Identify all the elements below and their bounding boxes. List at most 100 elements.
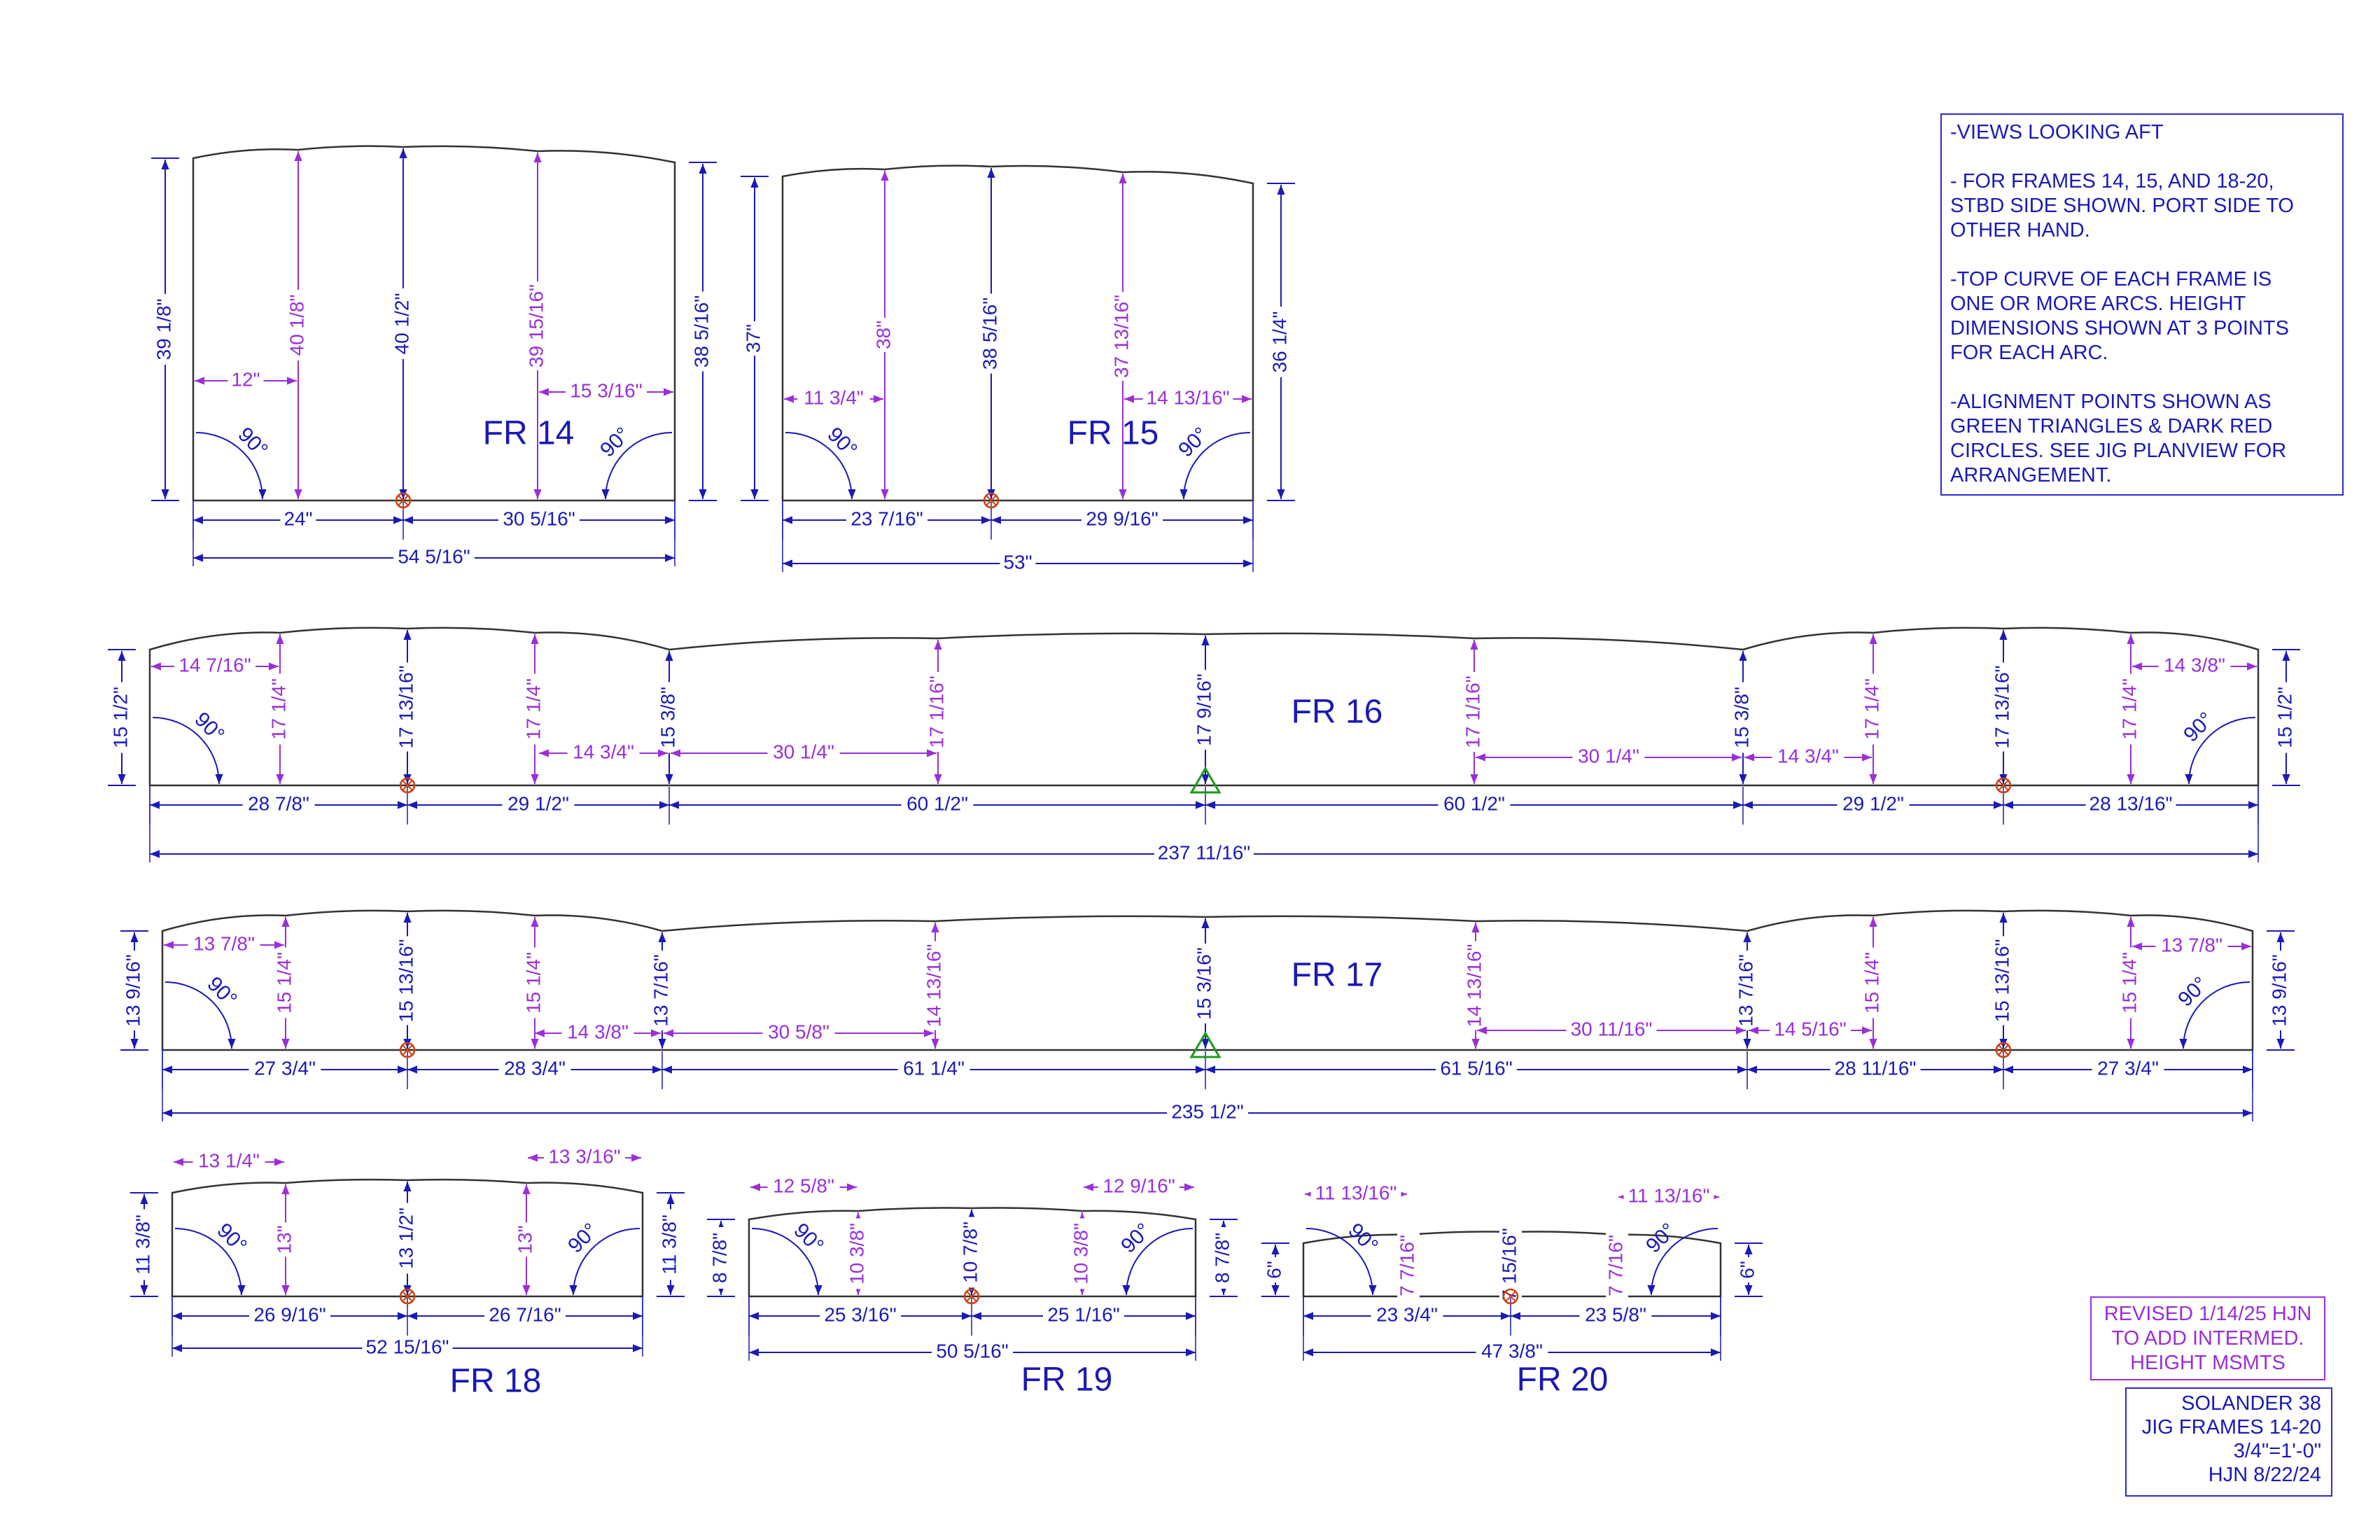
height-dim: 10 3/8" (846, 1223, 867, 1284)
height-dim: 13 7/16" (1735, 954, 1756, 1026)
height-dim-mask (874, 318, 896, 352)
angle-left: 90° (202, 972, 241, 1011)
note-top-curve: -TOP CURVE OF EACH FRAME IS ONE OR MORE … (1950, 268, 2289, 364)
revision-line-3: HEIGHT MSMTS (2130, 1352, 2286, 1374)
overall-dim: 237 11/16" (1158, 841, 1250, 863)
frame-label: FR 15 (1068, 415, 1159, 452)
offset-dim-mask (1566, 1019, 1657, 1042)
alignment-circle (399, 1042, 416, 1058)
height-dim-mask (1464, 941, 1487, 1030)
height-dim-mask (111, 682, 133, 753)
base-dim: 28 7/8" (248, 792, 309, 814)
height-dim: 15 13/16" (395, 939, 416, 1023)
base-dim: 29 1/2" (1842, 792, 1904, 814)
offset-dim-mask (544, 1147, 625, 1169)
height-dim-mask (1862, 673, 1884, 745)
height-dim-mask (154, 294, 176, 365)
height-dim-mask (524, 947, 546, 1018)
base-dim: 23 3/4" (1376, 1303, 1438, 1325)
overall-dim: 52 15/16" (366, 1336, 449, 1357)
height-dim-mask (287, 290, 309, 360)
base-dim-mask (846, 509, 927, 531)
offset-dim: 13 7/8" (2161, 934, 2222, 955)
offset-dim: 14 3/8" (567, 1021, 629, 1042)
base-dim-mask (2092, 1058, 2164, 1081)
height-dim: 15 3/8" (657, 687, 678, 748)
base-dim-mask (1082, 509, 1163, 531)
height-dim-mask (692, 291, 714, 372)
offset-dim-mask (174, 655, 255, 678)
frame-outline (192, 145, 676, 502)
base-dim-mask (820, 1305, 901, 1327)
height-dim: 10 3/8" (1070, 1223, 1091, 1284)
base-dim-mask (502, 794, 575, 816)
angle-right: 90° (2174, 972, 2212, 1011)
base-dim-mask (280, 509, 316, 531)
height-dim: 6" (1736, 1261, 1758, 1279)
alignment-circle (963, 1288, 980, 1305)
height-dim-mask (515, 1222, 538, 1257)
base-dim-mask (897, 1058, 970, 1081)
height-dim: 17 13/16" (1991, 666, 2012, 749)
height-dim-mask (1270, 307, 1292, 377)
alignment-circle-x2 (402, 780, 413, 791)
height-dim: 38 5/16" (690, 295, 712, 368)
height-dim-mask (659, 1209, 682, 1280)
height-dim-mask (743, 321, 766, 356)
base-dim-mask (901, 794, 974, 816)
height-dim: 15 1/4" (273, 952, 295, 1014)
base-dim: 60 1/2" (1443, 792, 1505, 814)
alignment-circle-x2 (1998, 1044, 2009, 1056)
height-dim-mask (651, 951, 673, 1030)
frame-label: FR 18 (450, 1363, 542, 1400)
offset-dim: 30 11/16" (1571, 1018, 1653, 1040)
base-dim: 26 7/16" (489, 1303, 561, 1325)
frame-label: FR 14 (483, 415, 575, 452)
offset-dim: 30 1/4" (773, 741, 834, 762)
angle-right-arc (1180, 432, 1251, 500)
offset-dim: 14 7/16" (178, 654, 251, 676)
height-dim: 38 5/16" (979, 298, 1000, 370)
base-dim: 29 1/2" (507, 792, 569, 814)
base-dim-mask (1830, 1058, 1921, 1081)
alignment-circle (399, 777, 416, 794)
revision-line-2: TO ADD INTERMED. (2111, 1327, 2304, 1350)
base-dim: 27 3/4" (2097, 1057, 2159, 1079)
angle-right-arc (569, 1228, 640, 1296)
height-dim: 39 15/16" (525, 284, 547, 368)
alignment-circle-x2 (966, 1291, 977, 1302)
base-dim: 61 1/4" (903, 1057, 965, 1079)
height-dim: 13 1/2" (395, 1208, 416, 1269)
height-dim: 15 3/8" (1730, 687, 1752, 748)
height-dim-mask (274, 947, 297, 1018)
offset-dim-mask (567, 742, 640, 764)
offset-dim-mask (1142, 388, 1233, 410)
offset-dim: 14 3/8" (2164, 654, 2225, 676)
title-project: SOLANDER 38 (2181, 1392, 2321, 1415)
height-dim-mask (1606, 1230, 1628, 1301)
height-dim-mask (1992, 662, 2015, 752)
overall-dim-mask (1476, 1341, 1548, 1364)
height-dim-mask (1499, 1224, 1522, 1304)
alignment-circle-x2 (1505, 1291, 1516, 1302)
height-dim-mask (1992, 936, 2015, 1026)
height-dim: 15 1/4" (2118, 952, 2140, 1014)
offset-dim-mask (762, 1022, 835, 1044)
note-frames: - FOR FRAMES 14, 15, AND 18-20, STBD SID… (1950, 170, 2294, 241)
base-dim-mask (1043, 1305, 1124, 1327)
base-dim-mask (1436, 1058, 1517, 1081)
angle-right: 90° (1642, 1219, 1680, 1257)
angle-right: 90° (564, 1219, 602, 1257)
base-dim: 60 1/2" (906, 792, 968, 814)
offset-dim: 13 3/16" (548, 1145, 620, 1167)
offset-dim-mask (1098, 1176, 1180, 1198)
height-dim-mask (960, 1217, 983, 1288)
base-dim-mask (2085, 794, 2176, 816)
height-dim: 37 13/16" (1110, 295, 1132, 378)
offset-dim-mask (1770, 1019, 1851, 1042)
height-dim-mask (392, 288, 414, 359)
alignment-circle (395, 492, 412, 509)
height-dim-mask (269, 673, 291, 745)
